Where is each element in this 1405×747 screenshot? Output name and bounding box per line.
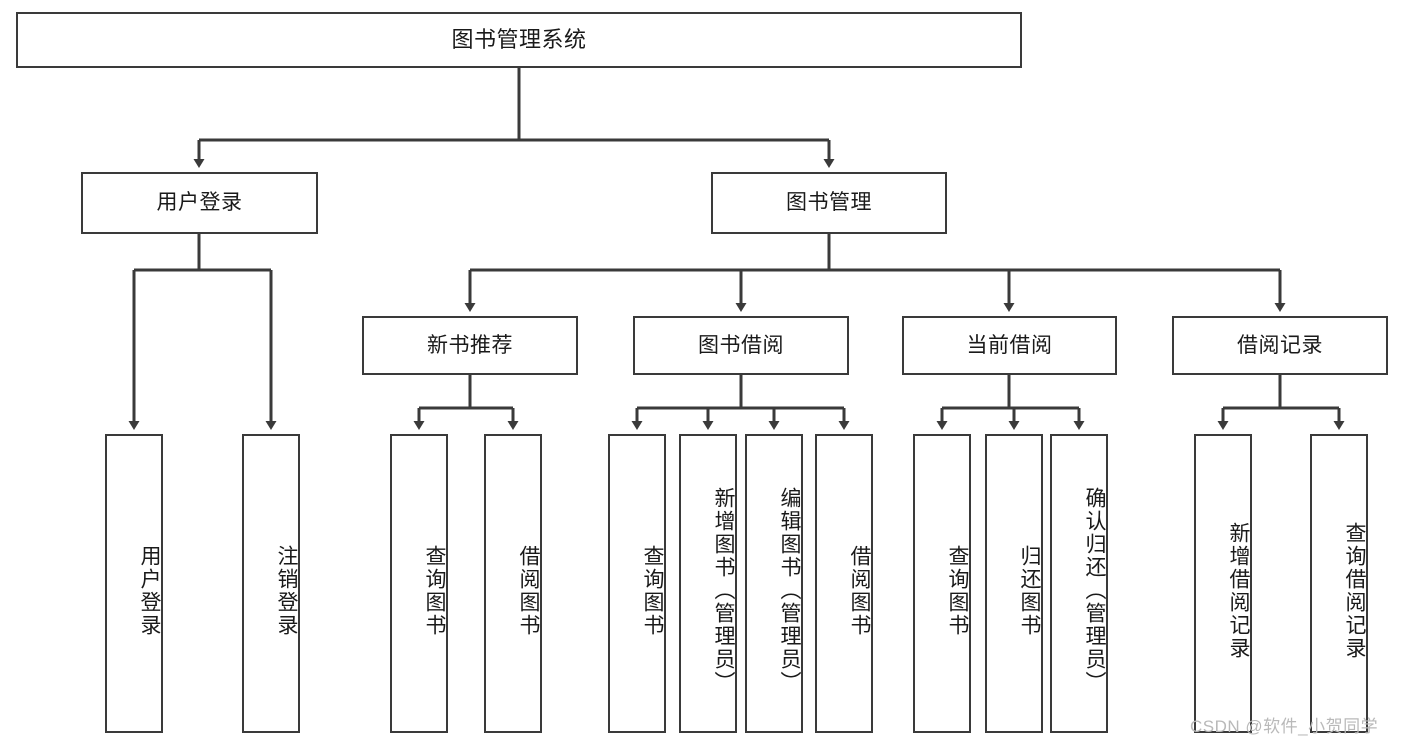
leaf-edit-book-label: 编辑图书（管理员） [778,487,801,694]
node-root-label: 图书管理系统 [451,26,587,52]
node-user-login-label: 用户登录 [156,191,243,215]
leaf-borrow-book[interactable]: 借阅图书 [815,434,873,733]
leaf-user-login[interactable]: 用户登录 [105,434,163,733]
leaf-user-login-label: 用户登录 [138,544,161,637]
leaf-edit-book[interactable]: 编辑图书（管理员） [745,434,803,733]
node-book-borrow[interactable]: 图书借阅 [633,316,849,375]
leaf-add-borrow-record-label: 新增借阅记录 [1227,521,1250,660]
leaf-add-book-label: 新增图书（管理员） [712,487,735,694]
node-book-management-label: 图书管理 [786,191,872,215]
node-current-borrow[interactable]: 当前借阅 [902,316,1117,375]
csdn-watermark: CSDN @软件_小贺同学 [1190,717,1379,736]
leaf-return-book-label: 归还图书 [1018,544,1041,637]
leaf-query-book-recommend[interactable]: 查询图书 [390,434,448,733]
leaf-logout-login-label: 注销登录 [275,544,298,637]
leaf-confirm-return-label: 确认归还（管理员） [1083,487,1106,694]
leaf-query-book-current[interactable]: 查询图书 [913,434,971,733]
node-borrow-record[interactable]: 借阅记录 [1172,316,1388,375]
node-book-management[interactable]: 图书管理 [711,172,947,234]
leaf-add-book[interactable]: 新增图书（管理员） [679,434,737,733]
node-new-book-recommend[interactable]: 新书推荐 [362,316,578,375]
leaf-borrow-book-recommend-label: 借阅图书 [517,544,540,637]
node-user-login[interactable]: 用户登录 [81,172,318,234]
leaf-query-book-current-label: 查询图书 [946,544,969,637]
leaf-return-book[interactable]: 归还图书 [985,434,1043,733]
leaf-borrow-book-label: 借阅图书 [848,544,871,637]
node-borrow-record-label: 借阅记录 [1237,333,1323,357]
leaf-confirm-return[interactable]: 确认归还（管理员） [1050,434,1108,733]
leaf-query-book-borrow[interactable]: 查询图书 [608,434,666,733]
leaf-add-borrow-record[interactable]: 新增借阅记录 [1194,434,1252,733]
leaf-query-borrow-record[interactable]: 查询借阅记录 [1310,434,1368,733]
node-book-borrow-label: 图书借阅 [698,333,784,357]
leaf-query-borrow-record-label: 查询借阅记录 [1343,521,1366,660]
leaf-logout-login[interactable]: 注销登录 [242,434,300,733]
leaf-query-book-recommend-label: 查询图书 [423,544,446,637]
leaf-borrow-book-recommend[interactable]: 借阅图书 [484,434,542,733]
leaf-query-book-borrow-label: 查询图书 [641,544,664,637]
node-new-book-recommend-label: 新书推荐 [427,333,513,357]
node-current-borrow-label: 当前借阅 [966,333,1053,357]
node-root[interactable]: 图书管理系统 [16,12,1022,68]
